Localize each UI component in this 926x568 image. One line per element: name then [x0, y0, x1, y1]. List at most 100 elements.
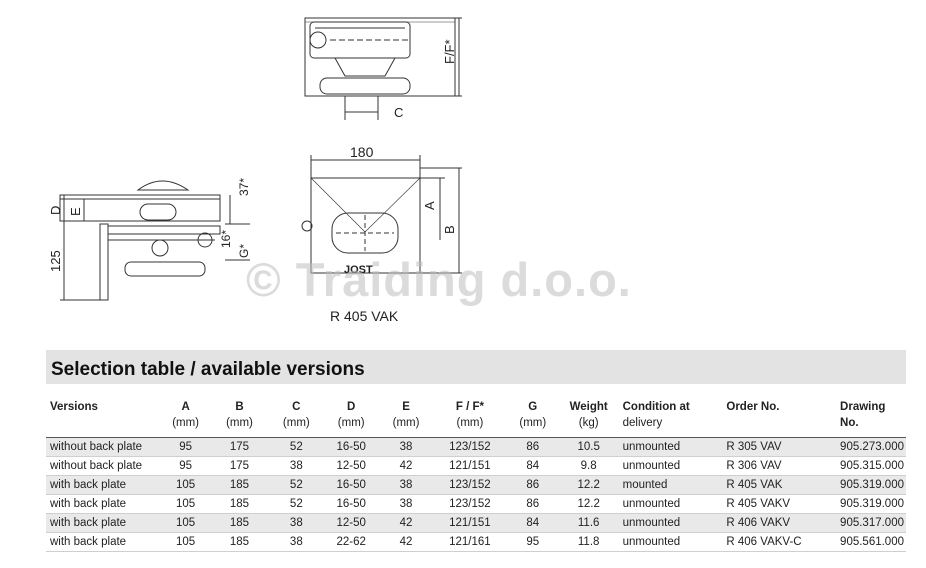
col-b: B(mm)	[209, 396, 270, 438]
dim-label-125: 125	[48, 250, 63, 272]
col-weight: Weight(kg)	[558, 396, 619, 438]
cell-a: 105	[161, 513, 210, 533]
cell-condition: mounted	[618, 475, 723, 495]
cell-d: 22-62	[323, 532, 380, 552]
col-g: G(mm)	[506, 396, 559, 438]
cell-c: 38	[269, 456, 324, 476]
cell-c: 52	[269, 437, 324, 457]
cell-order-no: R 306 VAV	[722, 456, 837, 476]
cell-e: 42	[379, 456, 433, 476]
col-versions: Versions	[46, 396, 162, 438]
cell-d: 16-50	[323, 494, 380, 514]
top-view-drawing	[304, 17, 462, 120]
cell-drawing-no: 905.317.000	[836, 513, 906, 533]
cell-g: 84	[506, 513, 559, 533]
cell-b: 175	[209, 456, 270, 476]
dim-label-c: C	[394, 105, 403, 120]
cell-condition: unmounted	[618, 532, 723, 552]
brand-label: JOST	[344, 264, 373, 276]
cell-a: 105	[161, 532, 210, 552]
dim-label-d: D	[48, 206, 63, 215]
cell-version: with back plate	[46, 475, 162, 495]
cell-e: 42	[379, 513, 433, 533]
section-header: Selection table / available versions	[46, 350, 906, 384]
cell-c: 52	[269, 494, 324, 514]
cell-d: 12-50	[323, 456, 380, 476]
cell-weight: 11.8	[558, 532, 619, 552]
dim-label-g: G*	[237, 244, 251, 258]
col-order-no: Order No.	[722, 396, 837, 438]
dim-label-e: E	[68, 207, 83, 216]
front-view-drawing	[301, 155, 462, 274]
cell-version: without back plate	[46, 437, 162, 457]
cell-a: 105	[161, 494, 210, 514]
dim-label-180: 180	[350, 144, 374, 160]
cell-order-no: R 406 VAKV	[722, 513, 837, 533]
dim-label-37: 37*	[237, 178, 251, 196]
col-a: A(mm)	[161, 396, 210, 438]
cell-weight: 9.8	[558, 456, 619, 476]
cell-condition: unmounted	[618, 437, 723, 457]
cell-d: 16-50	[323, 475, 380, 495]
cell-b: 185	[209, 513, 270, 533]
cell-g: 86	[506, 475, 559, 495]
cell-drawing-no: 905.319.000	[836, 494, 906, 514]
cell-ff: 123/152	[433, 437, 507, 457]
col-d: D(mm)	[323, 396, 380, 438]
cell-version: with back plate	[46, 532, 162, 552]
table-header-row: Versions A(mm) B(mm) C(mm) D(mm) E(mm) F…	[46, 396, 906, 438]
dim-label-ff: F/F*	[442, 39, 457, 64]
cell-weight: 10.5	[558, 437, 619, 457]
cell-a: 95	[161, 437, 210, 457]
col-e: E(mm)	[379, 396, 433, 438]
cell-order-no: R 405 VAKV	[722, 494, 837, 514]
cell-ff: 121/161	[433, 532, 507, 552]
cell-g: 95	[506, 532, 559, 552]
side-view-drawing	[59, 180, 250, 301]
cell-drawing-no: 905.319.000	[836, 475, 906, 495]
cell-version: without back plate	[46, 456, 162, 476]
dim-label-16: 16*	[219, 230, 233, 248]
cell-drawing-no: 905.561.000	[836, 532, 906, 552]
col-ff: F / F*(mm)	[433, 396, 507, 438]
cell-b: 175	[209, 437, 270, 457]
cell-order-no: R 305 VAV	[722, 437, 837, 457]
cell-drawing-no: 905.273.000	[836, 437, 906, 457]
cell-ff: 123/152	[433, 475, 507, 495]
cell-b: 185	[209, 475, 270, 495]
cell-e: 42	[379, 532, 433, 552]
cell-c: 52	[269, 475, 324, 495]
selection-table: Versions A(mm) B(mm) C(mm) D(mm) E(mm) F…	[46, 396, 906, 552]
cell-condition: unmounted	[618, 494, 723, 514]
cell-ff: 121/151	[433, 456, 507, 476]
cell-condition: unmounted	[618, 513, 723, 533]
cell-weight: 12.2	[558, 475, 619, 495]
cell-b: 185	[209, 532, 270, 552]
cell-e: 38	[379, 437, 433, 457]
dim-label-b: B	[442, 225, 457, 234]
cell-d: 12-50	[323, 513, 380, 533]
cell-a: 105	[161, 475, 210, 495]
col-drawing-no: Drawing No.	[836, 396, 906, 438]
cell-version: with back plate	[46, 513, 162, 533]
cell-c: 38	[269, 532, 324, 552]
cell-condition: unmounted	[618, 456, 723, 476]
cell-drawing-no: 905.315.000	[836, 456, 906, 476]
technical-drawing: F/F* C 180 A B 37* D E 16* G* 125 JOST R…	[48, 17, 462, 324]
cell-ff: 123/152	[433, 494, 507, 514]
cell-d: 16-50	[323, 437, 380, 457]
cell-c: 38	[269, 513, 324, 533]
cell-g: 84	[506, 456, 559, 476]
watermark: © Traiding d.o.o.	[246, 253, 632, 306]
cell-e: 38	[379, 475, 433, 495]
cell-weight: 11.6	[558, 513, 619, 533]
section-title: Selection table / available versions	[51, 359, 365, 380]
cell-g: 86	[506, 494, 559, 514]
cell-weight: 12.2	[558, 494, 619, 514]
